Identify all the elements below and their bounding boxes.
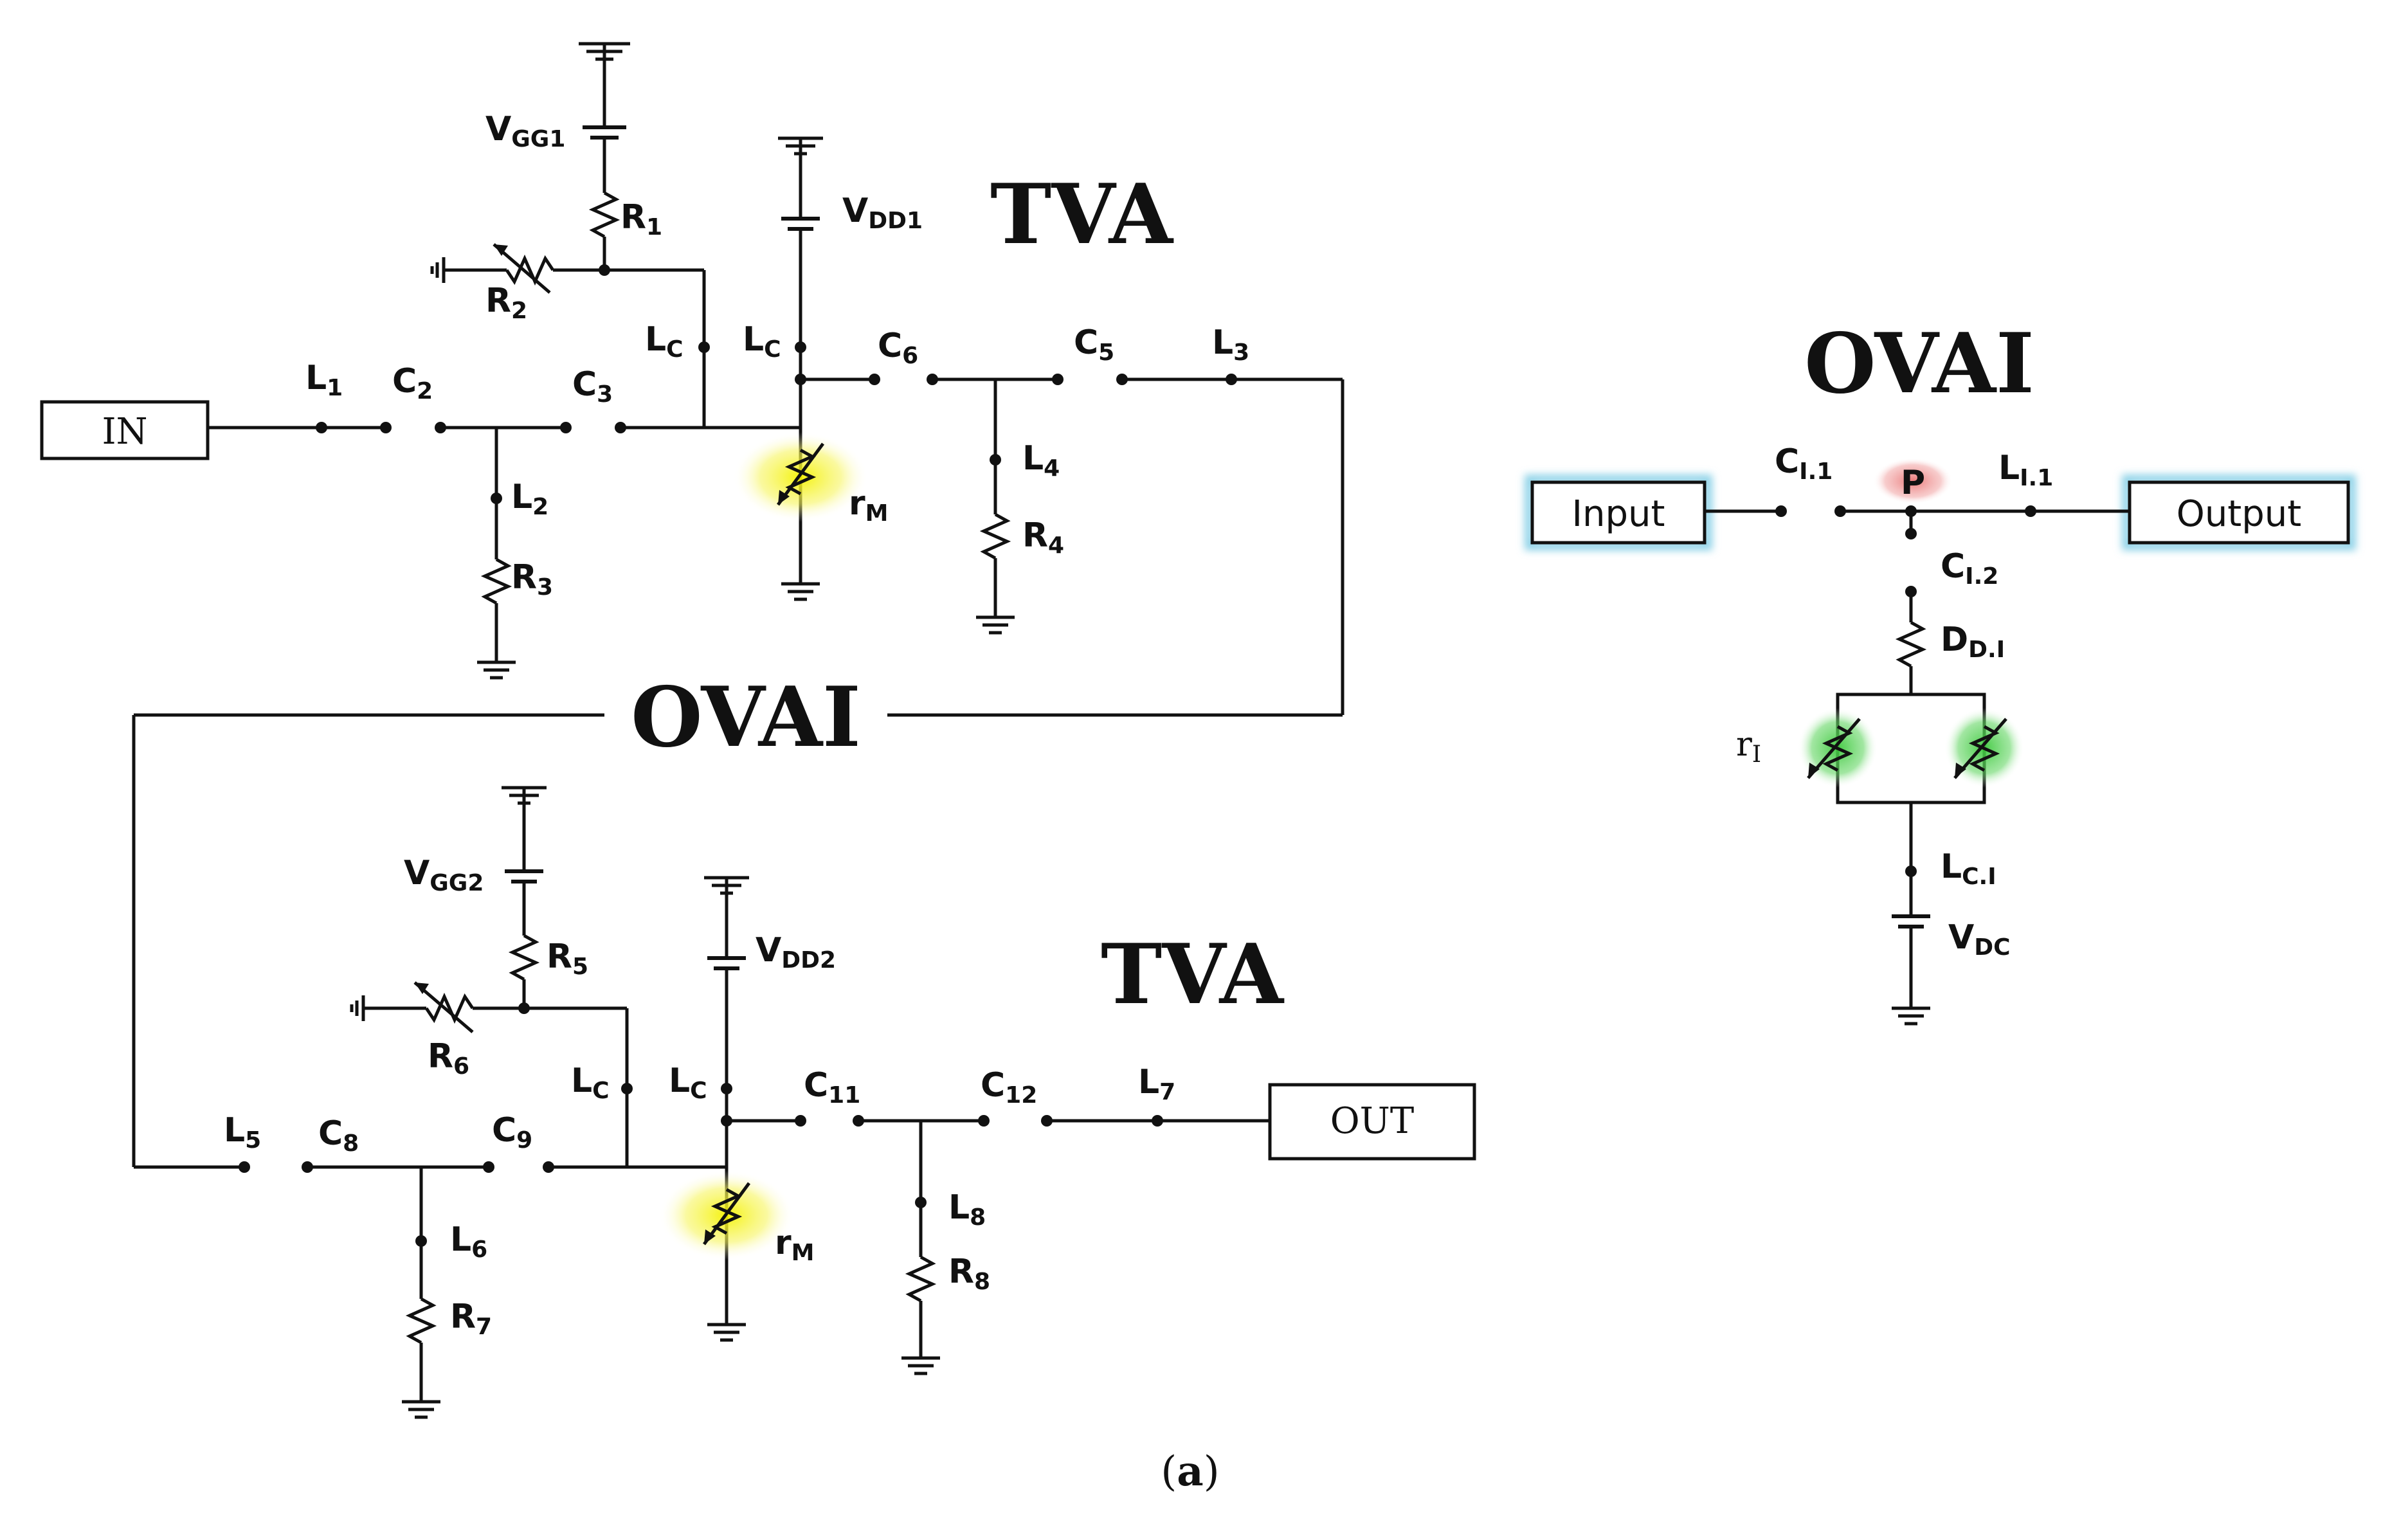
resistor-r5	[508, 934, 540, 981]
label-c6: C6	[878, 327, 918, 369]
ground-symbol	[901, 1356, 940, 1375]
resistor-r1	[588, 191, 620, 239]
label-ri: rI	[1736, 725, 1761, 768]
resistor-r4	[979, 512, 1011, 560]
battery-symbol	[781, 217, 820, 231]
label-vdd1: VDD1	[842, 192, 923, 234]
resistor-r3	[480, 557, 512, 605]
ground-symbol	[477, 660, 516, 680]
label-r6: R6	[428, 1037, 469, 1080]
label-c2: C2	[392, 362, 433, 404]
label-l4: L4	[1022, 439, 1060, 482]
label-r5: R5	[547, 938, 588, 980]
ground-symbol	[976, 615, 1015, 635]
output-box	[2128, 480, 2350, 545]
battery-symbol	[707, 956, 746, 970]
label-lc-a: LC	[645, 320, 684, 363]
label-lc-a: LC	[571, 1062, 610, 1104]
rm-highlight	[733, 432, 868, 522]
battery-symbol	[583, 125, 626, 140]
label-lc-b: LC	[743, 320, 781, 363]
resistor-r7	[405, 1297, 437, 1345]
top-tva: IN VGG1 R1 R2 VDD1 LC LC L1 C2 C3 C6 C5 …	[40, 42, 1344, 1167]
label-ci2: CI.2	[1941, 547, 1998, 590]
figure-caption: (a)	[1161, 1447, 1219, 1496]
label-l3: L3	[1212, 323, 1249, 366]
label-l8: L8	[948, 1188, 986, 1231]
tva-title-top: TVA	[990, 167, 1174, 263]
label-r8: R8	[948, 1253, 990, 1295]
label-rm-top: rM	[849, 484, 888, 527]
label-l7: L7	[1138, 1063, 1175, 1105]
battery-symbol	[1892, 914, 1930, 929]
resistor-r2	[505, 254, 555, 286]
label-lc: LC.I	[1941, 847, 1996, 890]
label-vgg2: VGG2	[404, 854, 484, 896]
label-r3: R3	[511, 558, 553, 601]
bottom-tva: OUT VGG2 R5 R6 VDD2 LC LC L5 C8 C9 C11 C…	[134, 786, 1476, 1419]
out-box-label: OUT	[1330, 1100, 1414, 1142]
tva-title-bottom: TVA	[1101, 927, 1285, 1023]
ovai-title-right: OVAI	[1804, 316, 2034, 412]
resistor-r8	[905, 1255, 937, 1303]
label-r7: R7	[450, 1298, 492, 1340]
label-r1: R1	[620, 198, 662, 240]
label-c5: C5	[1074, 323, 1114, 366]
ground-symbol-side	[430, 257, 446, 283]
label-c8: C8	[318, 1114, 359, 1157]
ground-symbol	[402, 1400, 440, 1419]
label-c11: C11	[804, 1066, 860, 1109]
ovai-detail: OVAI Input Output P	[1525, 316, 2356, 1026]
ground-symbol-side	[350, 995, 365, 1021]
label-dd: DD.I	[1941, 621, 2005, 663]
label-r2: R2	[485, 282, 527, 324]
battery-symbol	[505, 869, 543, 883]
resistor-r6	[424, 992, 475, 1024]
label-c9: C9	[492, 1111, 532, 1154]
label-p: P	[1901, 464, 1925, 502]
label-vdc: VDC	[1948, 918, 2011, 961]
label-c12: C12	[981, 1066, 1037, 1109]
label-ci1: CI.1	[1775, 442, 1833, 485]
label-l1: L1	[305, 359, 343, 401]
input-box	[1530, 480, 1707, 545]
diode-dd	[1895, 621, 1927, 668]
label-l5: L5	[224, 1111, 261, 1154]
label-l2: L2	[511, 478, 548, 520]
label-li1: LI.1	[1998, 449, 2053, 491]
ground-symbol	[707, 1323, 746, 1342]
input-box-label: Input	[1571, 493, 1665, 535]
output-box-label: Output	[2177, 493, 2302, 535]
ovai-title-middle: OVAI	[631, 669, 861, 766]
label-c3: C3	[572, 365, 613, 408]
in-box-label: IN	[102, 411, 147, 453]
label-r4: R4	[1022, 516, 1064, 559]
label-vgg1: VGG1	[485, 110, 565, 152]
label-vdd2: VDD2	[756, 931, 836, 974]
label-lc-b: LC	[669, 1062, 707, 1104]
ground-symbol	[781, 582, 820, 601]
in-box	[40, 400, 210, 460]
label-l6: L6	[450, 1220, 487, 1263]
ground-symbol	[1892, 1006, 1930, 1026]
p-highlight	[1873, 458, 1953, 504]
label-rm-bottom: rM	[775, 1224, 814, 1266]
out-box	[1268, 1083, 1476, 1161]
